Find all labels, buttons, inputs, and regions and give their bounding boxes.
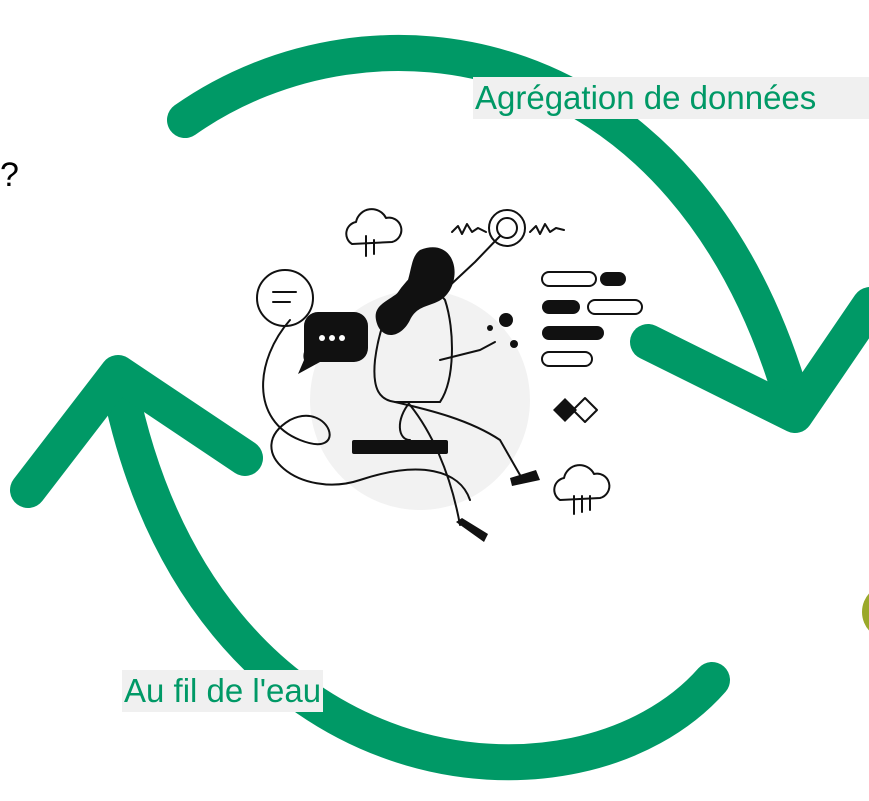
pill-list-icon <box>541 271 643 367</box>
diamond-nav-icon <box>572 397 598 423</box>
person-figure <box>373 235 521 526</box>
olive-accent-dot <box>862 593 869 631</box>
shoe-left <box>456 518 488 542</box>
pill-solid-2 <box>542 300 580 314</box>
bench-bar <box>352 440 448 454</box>
illustration-fills <box>298 247 626 542</box>
shoe-right <box>510 470 540 486</box>
top-arc <box>167 34 813 428</box>
top-cycle-arrow <box>167 34 869 433</box>
bottom-arrowhead <box>10 355 263 508</box>
dot-tiny <box>487 325 493 331</box>
cloud-download-icon <box>345 208 403 257</box>
top-arrowhead <box>630 287 869 433</box>
edge-glyph: ? <box>0 156 19 194</box>
bottom-arc <box>100 360 730 781</box>
hair-shape <box>375 247 455 335</box>
central-illustration <box>256 208 643 526</box>
speech-bubble-icon <box>256 269 314 327</box>
label-realtime: Au fil de l'eau <box>122 670 324 712</box>
label-aggregation: Agrégation de données <box>473 77 869 119</box>
touch-signal-icon <box>451 209 565 247</box>
diamond-solid <box>553 398 577 422</box>
dot-small <box>510 340 518 348</box>
pill-solid-1 <box>600 272 626 286</box>
chat-dots-icon <box>298 312 368 374</box>
dot-large <box>499 313 513 327</box>
bottom-cycle-arrow <box>10 355 730 781</box>
pill-solid-3 <box>542 326 604 340</box>
chat-dots <box>319 335 345 341</box>
cloud-upload-icon <box>553 464 611 515</box>
